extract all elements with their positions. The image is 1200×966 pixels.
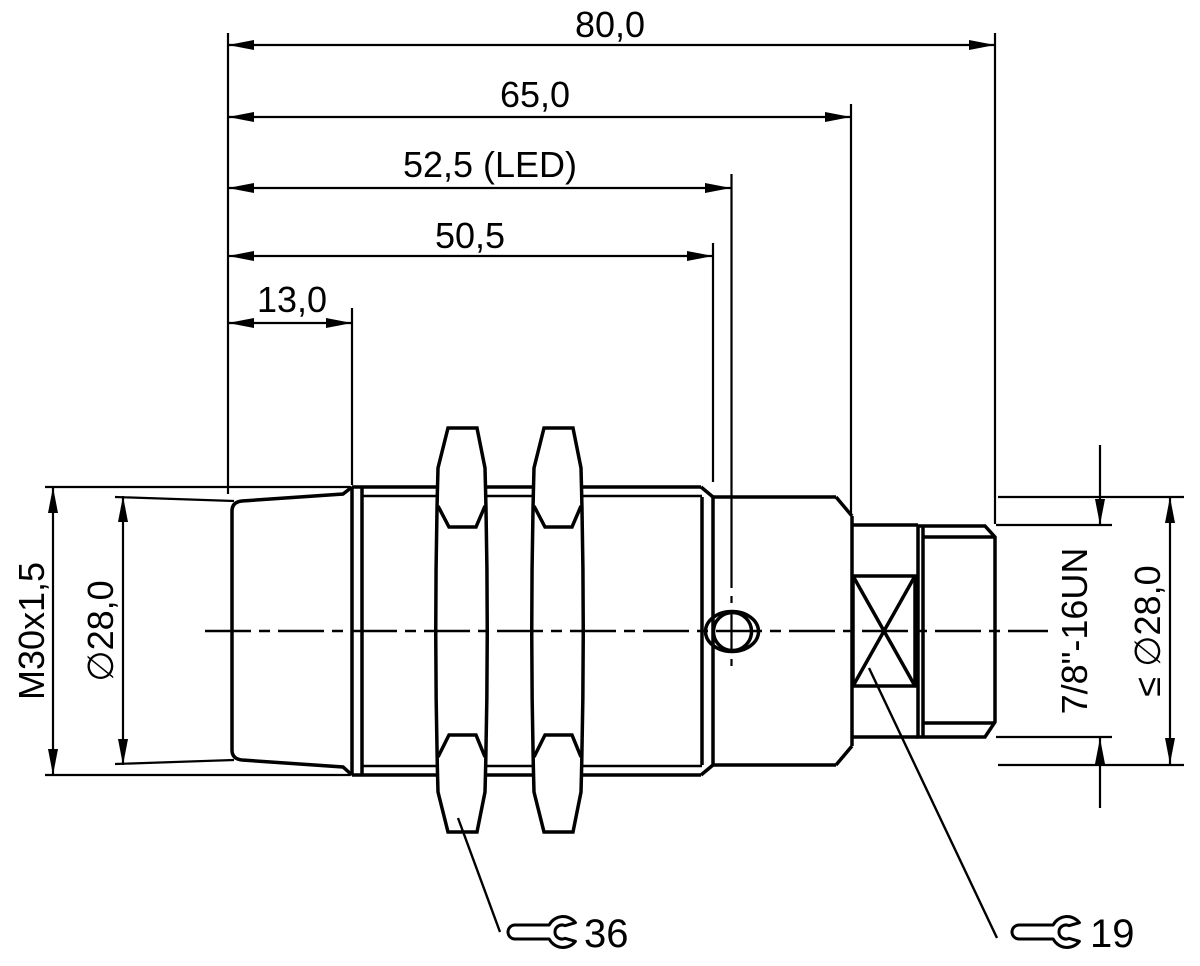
threaded-barrel (352, 485, 701, 777)
wrench-icon-connector-nut (1010, 915, 1081, 949)
dim-label-barrel-length: 50,5 (435, 215, 505, 256)
ext-lines-m30 (45, 485, 350, 777)
dimension-arrows (48, 40, 1175, 775)
connector-plug (916, 524, 997, 739)
thread-end-face (699, 485, 715, 777)
led-indicator (703, 609, 761, 654)
sensor-body (230, 426, 997, 834)
wrench-size-body-nut-label: 36 (584, 912, 629, 956)
ext-lines-dia28-right (998, 495, 1184, 767)
extension-lines (45, 33, 1184, 777)
thread-root-lines (362, 494, 702, 768)
flange (350, 487, 364, 775)
dim-label-mounting-thread: M30x1,5 (11, 562, 52, 700)
dim-label-head-diameter: ∅28,0 (80, 580, 121, 681)
leader-line-body-nut (456, 817, 502, 933)
wrench-icon-body-nut (506, 915, 577, 949)
wrench-size-connector-nut-label: 19 (1090, 912, 1135, 956)
dim-label-overall-length: 80,0 (575, 4, 645, 45)
leader-line-connector-nut (867, 667, 999, 939)
dim-label-connector-thread: 7/8"-16UN (1054, 548, 1095, 715)
dim-label-body-length: 65,0 (500, 74, 570, 115)
connector-base (852, 523, 918, 739)
rear-housing (713, 495, 854, 767)
sensing-head (230, 485, 354, 777)
ext-lines-connector-thread (996, 523, 1112, 739)
dim-label-head-length: 13,0 (257, 279, 327, 320)
dim-label-led-position: 52,5 (LED) (403, 144, 577, 185)
dim-label-max-rear-diameter: ≤ ∅28,0 (1127, 565, 1168, 696)
ext-lines-dia28-left (114, 495, 235, 766)
dimension-lines (51, 43, 1172, 808)
connector-cross-symbol (851, 574, 917, 688)
